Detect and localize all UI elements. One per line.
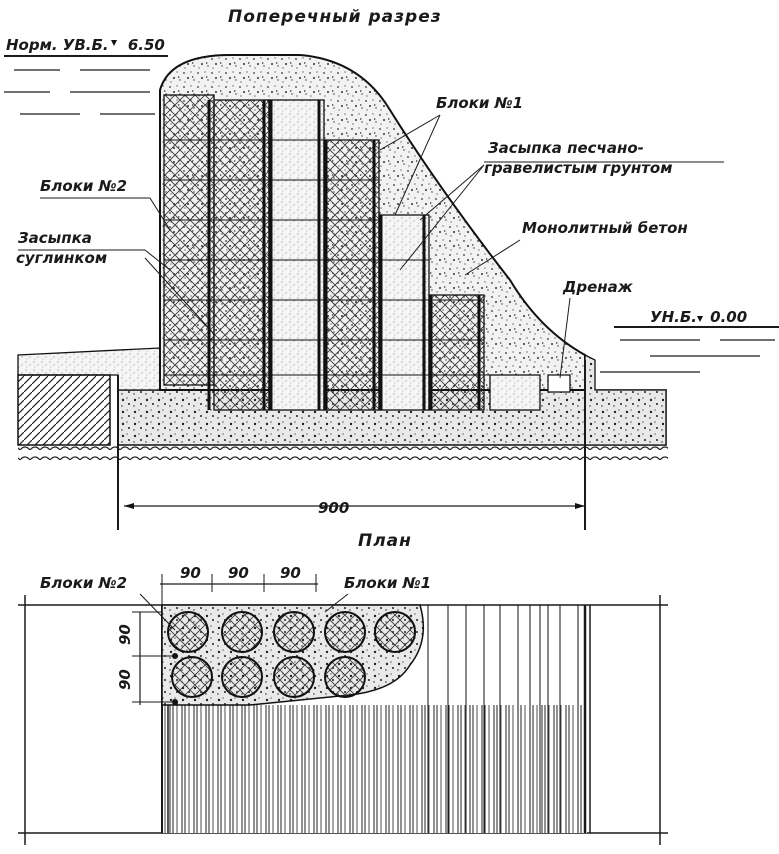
blocks-column	[378, 214, 430, 411]
plan-circular-blocks	[167, 611, 416, 698]
block-walls	[207, 100, 481, 410]
plan-label-blocks-2: Блоки №2	[40, 574, 127, 592]
label-blocks-2: Блоки №2	[40, 177, 127, 195]
downstream-water: УН.Б. 0.00	[600, 308, 779, 373]
blocks-column	[489, 374, 541, 411]
label-monolithic: Монолитный бетон	[522, 219, 688, 237]
drainage	[547, 374, 571, 393]
right-backfill	[584, 353, 667, 446]
cross-section	[17, 54, 668, 530]
blocks-column	[213, 99, 270, 411]
plan-dim-v1: 90	[116, 624, 134, 645]
level-marker-icon	[111, 40, 117, 46]
label-fill-loam-1: Засыпка	[18, 229, 92, 247]
block-joints	[164, 139, 540, 376]
label-fill-gravel-1: Засыпка песчано-	[488, 139, 644, 157]
plan-dim-1: 90	[180, 564, 201, 582]
blocks-column	[323, 139, 380, 411]
base-width-label: 900	[318, 499, 349, 517]
downstream-level-label: УН.Б. 0.00	[650, 308, 747, 326]
plan-stripes-right	[427, 605, 579, 833]
upstream-water: Норм. УВ.Б. 6.50	[4, 36, 168, 115]
plan-striped-area	[162, 705, 587, 833]
plan-dim-2: 90	[228, 564, 249, 582]
plan-dim-3: 90	[280, 564, 301, 582]
label-fill-loam-2: суглинком	[16, 249, 107, 267]
plan-title: План	[358, 531, 412, 551]
blocks-2-column	[163, 94, 215, 386]
plan-label-blocks-1: Блоки №1	[344, 574, 431, 592]
plan-view: 90 90 90 90 90 Блоки №2 Блоки №1	[18, 564, 668, 845]
label-fill-gravel-2: гравелистым грунтом	[484, 159, 672, 177]
level-marker-icon	[697, 316, 703, 322]
ground-strip	[18, 445, 668, 461]
section-title: Поперечный разрез	[228, 7, 442, 27]
section-annotations: Блоки №1 Засыпка песчано- гравелистым гр…	[16, 94, 724, 379]
upstream-level-label: Норм. УВ.Б. 6.50	[6, 36, 165, 54]
blocks-column	[268, 99, 325, 411]
blocks-column	[428, 294, 485, 411]
left-hatched-bank	[17, 374, 111, 446]
plan-dim-v2: 90	[116, 669, 134, 690]
base-dimension: 900	[124, 499, 585, 517]
label-drainage: Дренаж	[562, 278, 634, 296]
label-blocks-1: Блоки №1	[436, 94, 523, 112]
